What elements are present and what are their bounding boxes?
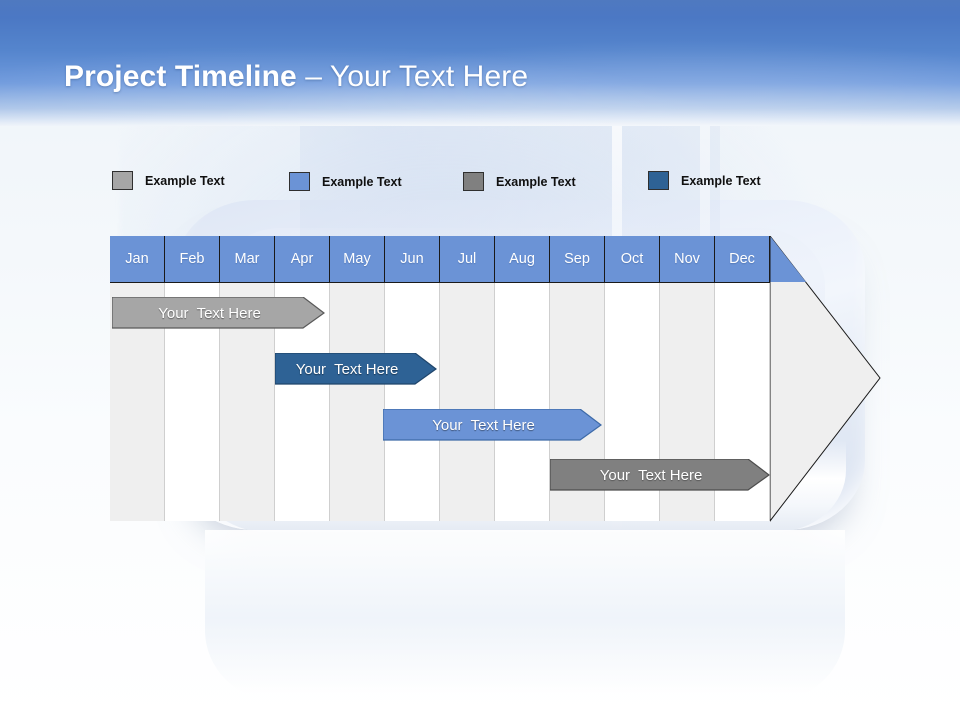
month-header-jun[interactable]: Jun xyxy=(385,236,440,283)
task-bar-2[interactable]: Your Text Here xyxy=(275,353,437,385)
month-column-stripe xyxy=(165,236,220,521)
task-bar-3-label: Your Text Here xyxy=(432,416,535,434)
page-title: Project Timeline – Your Text Here xyxy=(64,60,528,94)
month-header-label: Oct xyxy=(620,251,644,268)
month-header-label: Apr xyxy=(290,251,314,268)
month-header-label: Mar xyxy=(234,251,260,268)
month-column-separator xyxy=(219,236,220,521)
month-header-dec[interactable]: Dec xyxy=(715,236,770,283)
month-column-mar: Mar xyxy=(220,236,275,521)
legend-swatch-light-blue xyxy=(289,172,310,191)
month-header-mar[interactable]: Mar xyxy=(220,236,275,283)
month-column-jul: Jul xyxy=(440,236,495,521)
month-header-feb[interactable]: Feb xyxy=(165,236,220,283)
gantt-chart: Jan Feb Mar Apr May Jun Jul Aug Sep Oct Nov Dec You… xyxy=(110,236,770,521)
month-column-separator xyxy=(549,236,550,521)
task-bar-1[interactable]: Your Text Here xyxy=(112,297,325,329)
month-column-separator xyxy=(714,236,715,521)
month-header-nov[interactable]: Nov xyxy=(660,236,715,283)
task-bar-4-label: Your Text Here xyxy=(599,466,703,484)
month-header-oct[interactable]: Oct xyxy=(605,236,660,283)
page-title-light: Your Text Here xyxy=(329,60,529,93)
legend-item-4[interactable]: Example Text xyxy=(648,171,761,190)
month-column-stripe xyxy=(220,236,275,521)
task-bar-1-label: Your Text Here xyxy=(158,304,261,322)
header-underline xyxy=(110,282,770,283)
month-column-separator xyxy=(604,236,605,521)
month-header-label: Aug xyxy=(509,251,535,268)
month-header-label: Feb xyxy=(179,251,205,268)
header-band xyxy=(0,0,960,126)
month-column-separator xyxy=(164,236,165,521)
month-column-stripe xyxy=(440,236,495,521)
month-column-aug: Aug xyxy=(495,236,550,521)
header-sheen xyxy=(0,0,960,126)
month-column-jan: Jan xyxy=(110,236,165,521)
month-column-feb: Feb xyxy=(165,236,220,521)
legend-label-4: Example Text xyxy=(681,173,761,188)
month-column-separator xyxy=(769,236,770,521)
month-column-stripe xyxy=(495,236,550,521)
month-header-label: Jul xyxy=(457,251,477,268)
month-header-label: Jan xyxy=(125,251,149,268)
legend-swatch-light-gray xyxy=(112,171,133,190)
task-bar-3[interactable]: Your Text Here xyxy=(383,409,602,441)
month-header-label: May xyxy=(343,251,371,268)
month-header-aug[interactable]: Aug xyxy=(495,236,550,283)
timeline-arrow-tip xyxy=(770,236,882,522)
month-header-label: Dec xyxy=(729,251,755,268)
legend-label-1: Example Text xyxy=(145,173,225,188)
month-header-jan[interactable]: Jan xyxy=(110,236,165,283)
month-column-separator xyxy=(494,236,495,521)
month-header-may[interactable]: May xyxy=(330,236,385,283)
task-bar-4[interactable]: Your Text Here xyxy=(550,459,770,491)
month-header-jul[interactable]: Jul xyxy=(440,236,495,283)
month-header-label: Jun xyxy=(400,251,424,268)
month-column-separator xyxy=(439,236,440,521)
legend-item-3[interactable]: Example Text xyxy=(463,172,576,191)
legend-item-1[interactable]: Example Text xyxy=(112,171,225,190)
legend-item-2[interactable]: Example Text xyxy=(289,172,402,191)
page-title-separator: – xyxy=(296,60,330,93)
month-column-separator xyxy=(659,236,660,521)
background-reflection xyxy=(205,530,845,700)
legend-label-2: Example Text xyxy=(322,174,402,189)
month-header-label: Sep xyxy=(564,251,590,268)
task-bar-2-label: Your Text Here xyxy=(295,360,399,378)
month-header-label: Nov xyxy=(674,251,700,268)
month-column-stripe xyxy=(110,236,165,521)
month-header-sep[interactable]: Sep xyxy=(550,236,605,283)
month-header-apr[interactable]: Apr xyxy=(275,236,330,283)
legend-swatch-dark-blue xyxy=(648,171,669,190)
legend-label-3: Example Text xyxy=(496,174,576,189)
legend-swatch-dark-gray xyxy=(463,172,484,191)
page-title-strong: Project Timeline xyxy=(64,60,297,93)
